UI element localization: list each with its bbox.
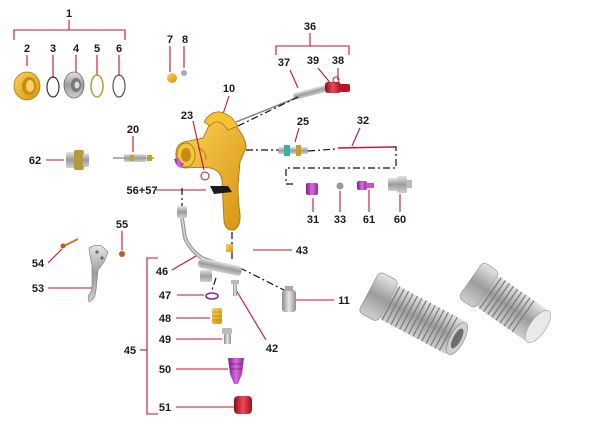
part-33	[336, 182, 344, 190]
part-20	[113, 154, 154, 162]
o-ring-part-47	[205, 292, 219, 300]
part-55	[119, 251, 125, 257]
label-5: 5	[94, 43, 100, 55]
ring-part-5	[90, 74, 104, 98]
label-4: 4	[73, 43, 80, 55]
part-43	[226, 244, 233, 252]
label-8: 8	[182, 34, 188, 46]
label-50: 50	[159, 364, 171, 376]
label-39: 39	[307, 55, 319, 67]
bracket-36	[275, 45, 350, 55]
air-valve-part-25	[278, 145, 308, 156]
bracket-1	[13, 20, 126, 78]
nut-part-2	[13, 71, 41, 101]
label-25: 25	[297, 116, 309, 128]
label-61: 61	[363, 214, 375, 226]
screw-part-42	[231, 280, 239, 296]
needle-part-36	[235, 76, 350, 123]
label-33: 33	[334, 214, 346, 226]
label-42: 42	[266, 343, 278, 355]
label-51: 51	[159, 402, 171, 414]
cap-part-51	[234, 396, 252, 414]
label-46: 46	[156, 266, 168, 278]
ring-part-6	[112, 74, 126, 98]
label-20: 20	[127, 124, 139, 136]
seal-ring-part-3	[46, 76, 60, 98]
part-60	[388, 176, 412, 193]
air-cap-part-4	[63, 71, 85, 99]
label-54: 54	[32, 258, 45, 270]
part-31	[306, 183, 318, 195]
label-3: 3	[50, 43, 56, 55]
label-36: 36	[304, 21, 316, 33]
part-48	[212, 308, 222, 324]
spring-part-23	[200, 171, 210, 181]
label-53: 53	[32, 283, 44, 295]
photo-threaded-nozzles	[359, 263, 551, 356]
label-37: 37	[278, 57, 290, 69]
label-7: 7	[167, 34, 173, 46]
label-38: 38	[332, 55, 344, 67]
hook-part-53	[87, 245, 109, 303]
fitting-part-50	[228, 358, 244, 384]
label-60: 60	[394, 214, 406, 226]
fluid-tube-part-46	[177, 206, 242, 282]
part-8	[181, 70, 187, 76]
label-48: 48	[159, 313, 171, 325]
part-49	[222, 328, 232, 344]
bracket-45	[146, 257, 158, 415]
part-61	[357, 181, 374, 190]
pin-part-32	[337, 146, 394, 149]
label-45: 45	[124, 345, 136, 357]
label-55: 55	[116, 219, 128, 231]
label-43: 43	[296, 245, 308, 257]
fitting-part-62	[66, 150, 89, 170]
label-23: 23	[181, 110, 193, 122]
label-32: 32	[357, 115, 369, 127]
screw-part-54	[60, 238, 79, 249]
label-6: 6	[116, 43, 122, 55]
label-62: 62	[29, 155, 41, 167]
label-11: 11	[338, 295, 350, 307]
label-47: 47	[159, 290, 171, 302]
trigger-part-56-57	[210, 186, 232, 194]
gun-body-part-10	[175, 111, 247, 231]
part-11	[282, 286, 296, 312]
label-1: 1	[66, 8, 72, 20]
label-49: 49	[159, 334, 171, 346]
label-31: 31	[307, 214, 319, 226]
label-56-57: 56+57	[127, 185, 158, 197]
part-7	[167, 73, 177, 83]
part-number-labels: 1 2 3 4 5 6 7 8 10 11 20 23 25 31 32 33 …	[24, 8, 406, 414]
label-2: 2	[24, 43, 30, 55]
label-10: 10	[223, 83, 235, 95]
purple-insert	[174, 158, 184, 168]
